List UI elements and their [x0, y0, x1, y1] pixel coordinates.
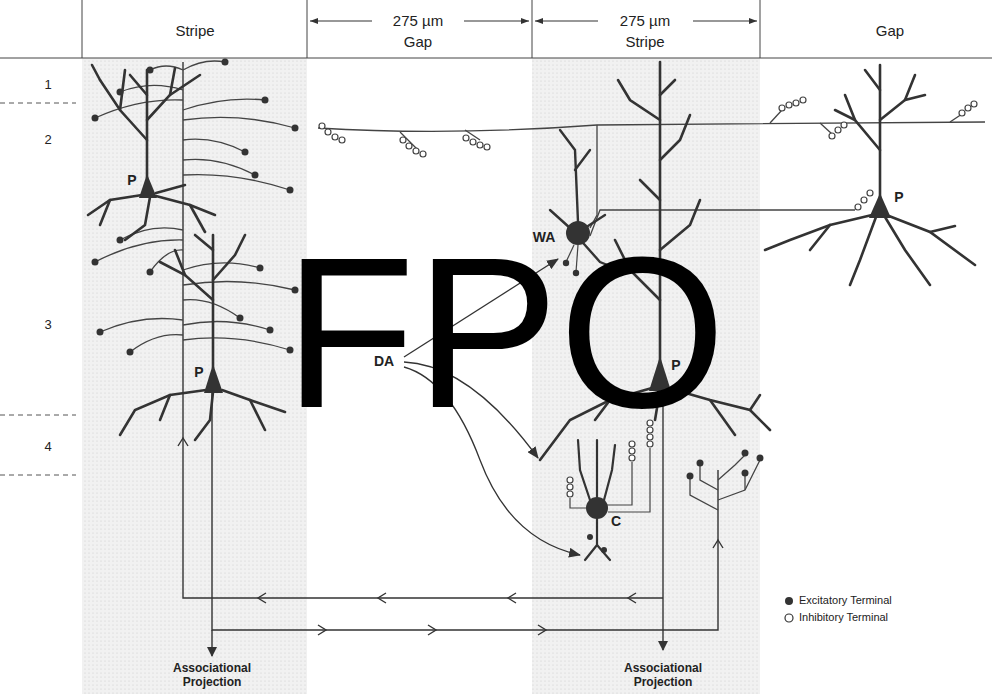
excitatory-terminals — [92, 59, 299, 356]
layer-boundaries — [0, 103, 76, 475]
cell-label: P — [127, 173, 136, 188]
excitatory-terminals — [587, 534, 607, 553]
inhibitory-axon — [318, 110, 985, 236]
pyramidal-soma — [204, 364, 223, 393]
cell-label: P — [194, 365, 203, 380]
projection-label: Associational Projection — [607, 662, 719, 690]
header-frame — [0, 0, 992, 58]
legend-sample — [785, 597, 793, 605]
chandelier-cell — [578, 440, 615, 560]
watermark: FPO — [284, 225, 726, 440]
layer-number: 1 — [44, 78, 51, 92]
pyramidal-cell — [120, 235, 285, 440]
legend-text: Excitatory Terminal — [799, 594, 892, 606]
inhibitory-axon — [570, 448, 650, 512]
layer-number: 4 — [44, 440, 51, 454]
column-heading: Stripe — [175, 23, 214, 40]
c-soma — [586, 497, 608, 519]
excitatory-collaterals — [95, 61, 295, 352]
pyramidal-soma — [869, 193, 891, 218]
pyramidal-soma — [139, 174, 157, 198]
legend-sample — [785, 614, 793, 622]
inhibitory-terminals — [319, 97, 977, 210]
legend-text: Inhibitory Terminal — [799, 611, 888, 623]
excitatory-collaterals — [690, 455, 760, 510]
layer-number: 2 — [44, 133, 51, 147]
cell-label: P — [894, 190, 903, 205]
layer-number: 3 — [44, 318, 51, 332]
column-heading: Gap — [876, 23, 904, 40]
excitatory-terminals — [687, 450, 764, 480]
column-heading: Stripe — [625, 34, 664, 51]
dimension-label: 275 µm — [620, 13, 670, 30]
pyramidal-cell — [88, 65, 215, 240]
dimension-label: 275 µm — [393, 13, 443, 30]
pyramidal-cell — [765, 65, 975, 285]
dimension-arrows — [310, 20, 757, 21]
cell-label: C — [611, 514, 621, 529]
column-heading: Gap — [404, 34, 432, 51]
projection-label: Associational Projection — [156, 662, 268, 690]
